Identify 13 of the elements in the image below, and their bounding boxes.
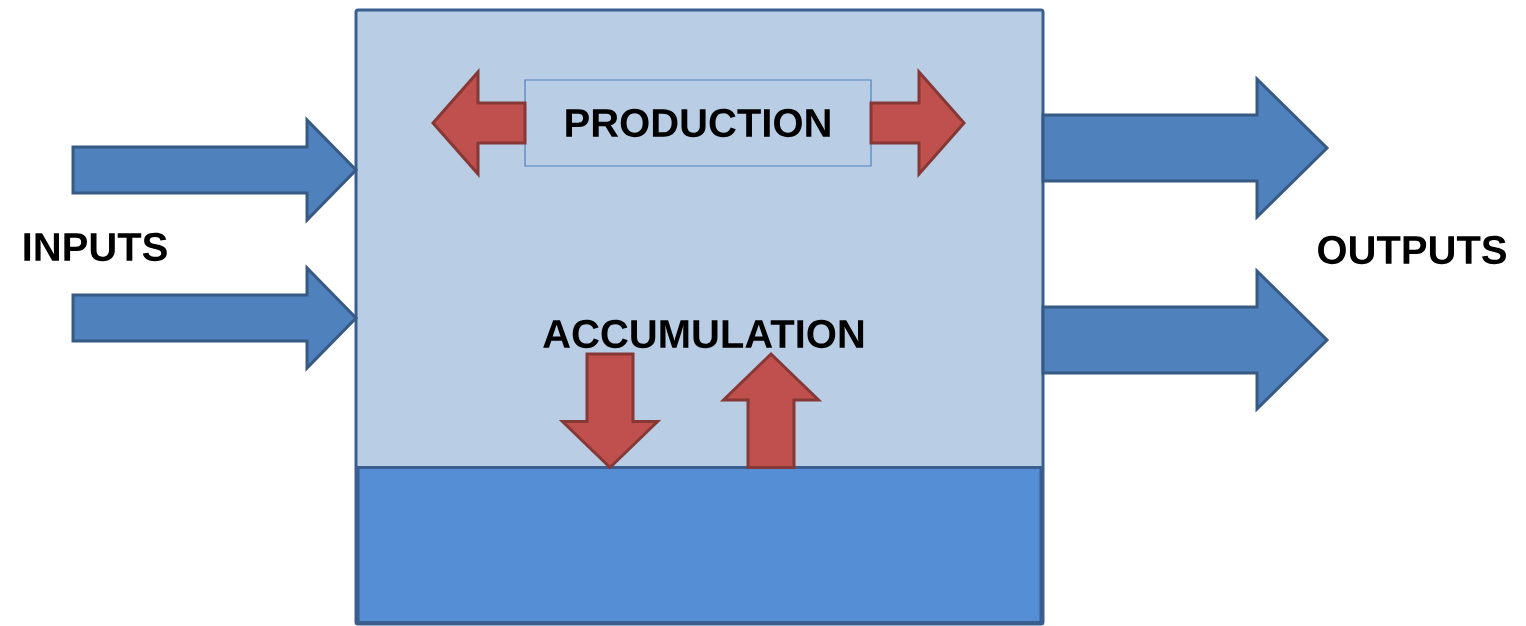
block-arrow (719, 351, 823, 469)
block-arrow (71, 264, 359, 372)
storage-band (356, 466, 1043, 624)
block-arrow (431, 68, 527, 178)
block-arrow (558, 352, 662, 470)
process-box: PRODUCTION (524, 79, 872, 167)
side-label: OUTPUTS (1318, 235, 1506, 265)
node-text: ACCUMULATION (543, 319, 864, 349)
block-arrow (869, 68, 966, 178)
block-arrow (1041, 75, 1330, 221)
side-label: INPUTS (24, 232, 167, 262)
block-arrow (1041, 267, 1330, 413)
block-arrow (71, 116, 359, 224)
